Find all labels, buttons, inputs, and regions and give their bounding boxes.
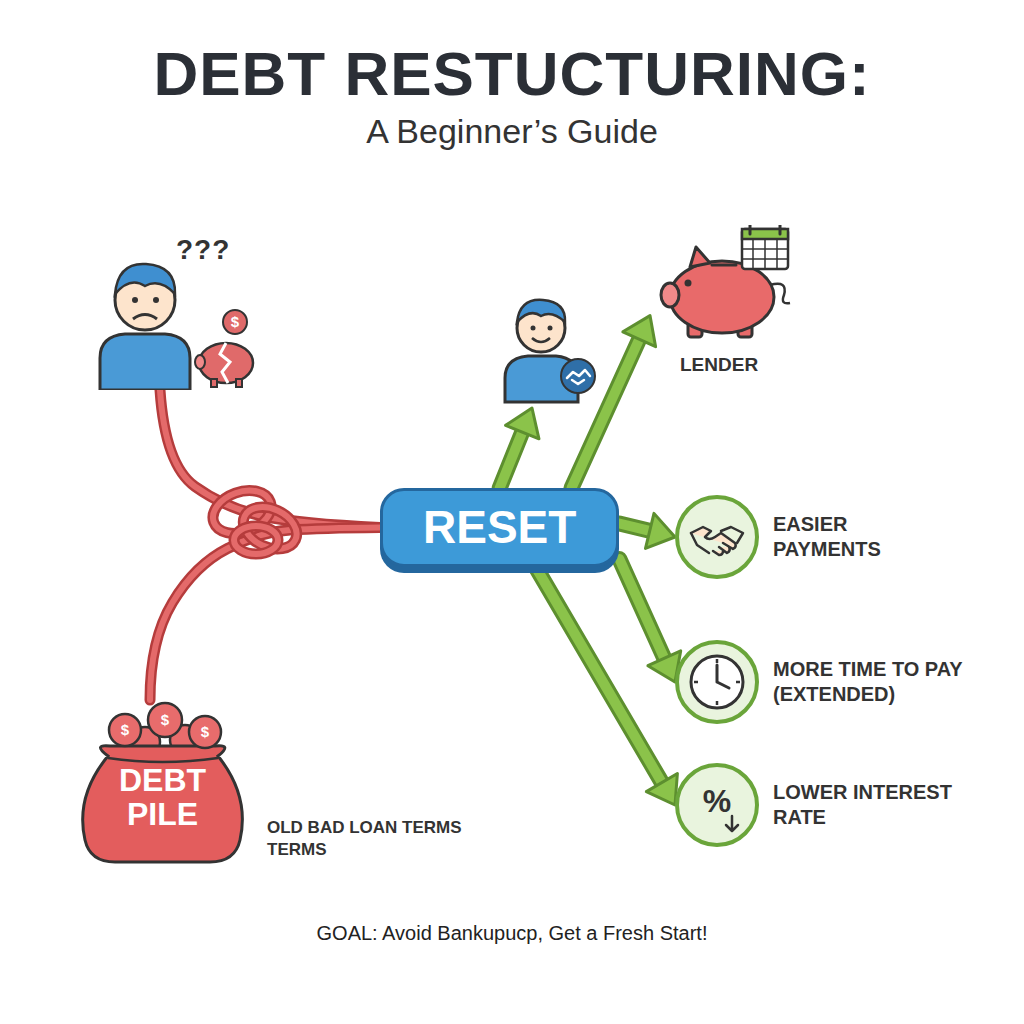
lender-piggy-bank <box>650 225 800 350</box>
lender-label: LENDER <box>680 354 758 376</box>
arrowhead <box>506 408 539 439</box>
arrow-connector <box>619 513 675 548</box>
question-marks: ??? <box>176 234 230 266</box>
icon-circle <box>675 640 759 724</box>
subtitle: A Beginner’s Guide <box>366 112 658 150</box>
connector-outline <box>619 559 665 661</box>
connector-fill <box>536 567 664 785</box>
title-wrap: DEBT RESTUCTURING: <box>0 38 1024 109</box>
benefit-label: LOWER INTEREST RATE <box>773 780 988 830</box>
connector-outline <box>619 524 652 532</box>
icon-circle <box>675 495 759 579</box>
handshake-icon <box>687 507 747 567</box>
connector-fill <box>619 559 665 661</box>
arrowhead <box>623 316 656 347</box>
knot-loops <box>207 483 303 557</box>
benefit-node: MORE TIME TO PAY (EXTENDED) <box>675 640 988 724</box>
caption-wrap: GOAL: Avoid Bankupucp, Get a Fresh Start… <box>0 922 1024 945</box>
benefit-label: EASIER PAYMENTS <box>773 512 903 562</box>
benefit-node: % LOWER INTEREST RATE <box>675 763 988 847</box>
connector-fill <box>500 429 524 488</box>
connector-fill <box>619 524 652 532</box>
icon-text: MORE TIME TO PAY (EXTENDED) <box>773 657 988 707</box>
bag-label: DEBT PILE <box>103 764 223 831</box>
title: DEBT RESTUCTURING: <box>153 39 870 108</box>
benefit-node: EASIER PAYMENTS <box>675 495 903 579</box>
lender-node: LENDER <box>650 225 800 376</box>
arrow-connector <box>500 408 539 488</box>
old-terms-label: OLD BAD LOAN TERMS TERMS <box>267 817 497 861</box>
arrow-connector <box>619 559 680 682</box>
arrow-connector <box>572 316 656 488</box>
debt-pile-node: DEBT PILE OLD BAD LOAN TERMS TERMS <box>70 700 497 865</box>
arrowhead <box>645 513 675 548</box>
arrow-connector <box>536 567 678 805</box>
reset-label: RESET <box>423 501 576 554</box>
icon-circle: % <box>675 763 759 847</box>
happy-person <box>505 300 595 402</box>
benefit-label: MORE TIME TO PAY (EXTENDED) <box>773 657 988 707</box>
connector-outline <box>572 337 641 488</box>
clock-icon <box>685 650 749 714</box>
connector-outline <box>500 429 524 488</box>
caption: GOAL: Avoid Bankupucp, Get a Fresh Start… <box>317 922 708 944</box>
bag-block: DEBT PILE <box>70 700 255 865</box>
icon-text: EASIER PAYMENTS <box>773 512 903 562</box>
person-node: ??? <box>80 230 260 390</box>
reset-button: RESET <box>380 488 619 567</box>
arrowhead <box>646 773 677 805</box>
icon-text: LOWER INTEREST RATE <box>773 780 988 830</box>
connector-fill <box>572 337 641 488</box>
subtitle-wrap: A Beginner’s Guide <box>0 112 1024 151</box>
percent-symbol: % <box>703 783 731 820</box>
confused-person <box>80 230 260 390</box>
connector-outline <box>536 567 664 785</box>
